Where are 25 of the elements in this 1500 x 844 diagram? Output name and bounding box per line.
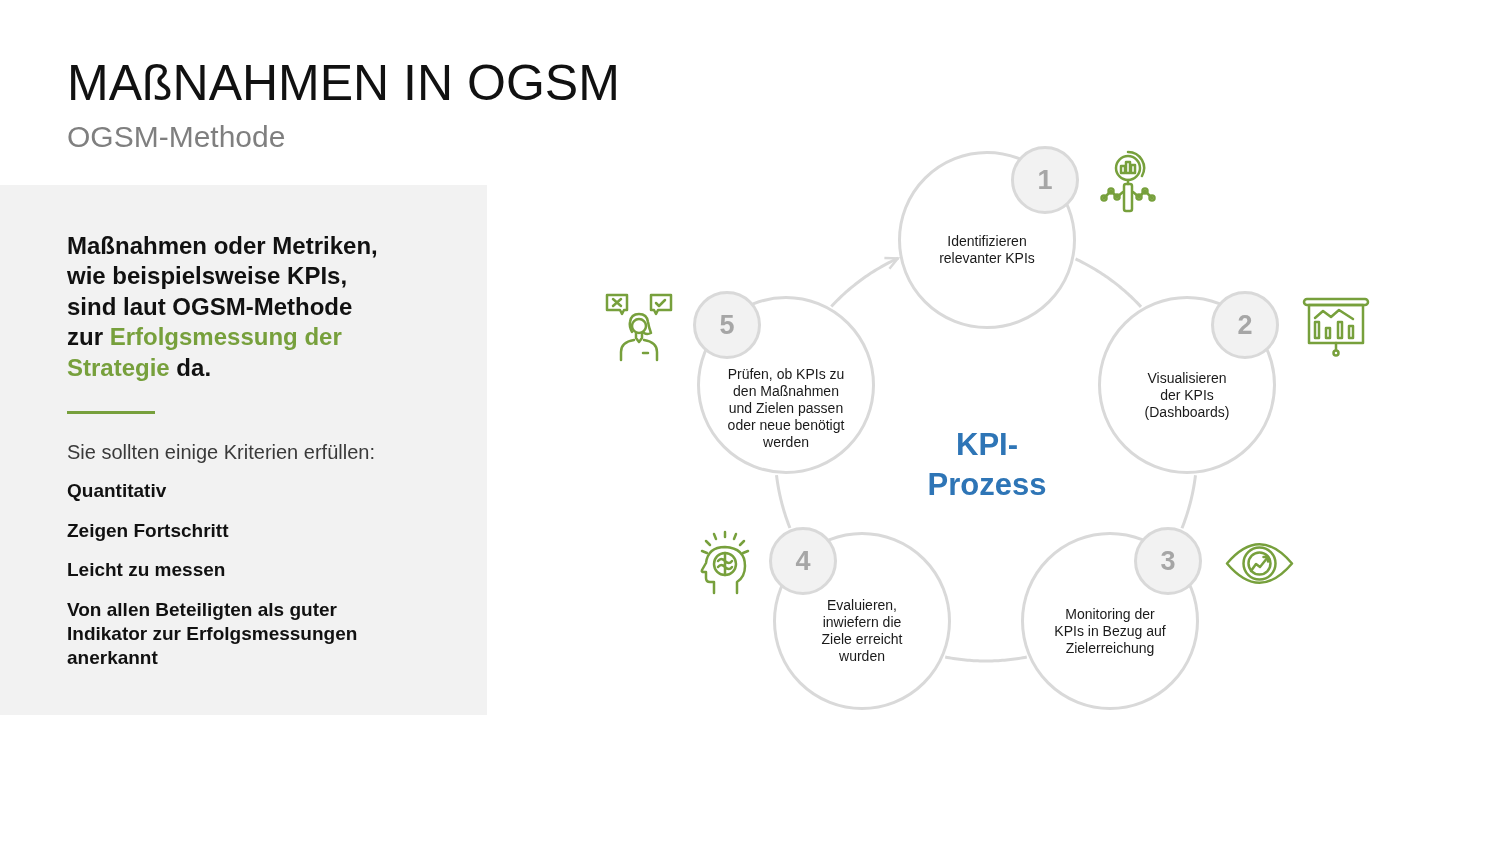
step-text: Monitoring der KPIs in Bezug auf Zielerreichung [1053,605,1167,657]
process-title: KPI- Prozess [926,426,1048,504]
intro-paragraph: Maßnahmen oder Metriken, wie beispielsweise KPIs, sind laut OGSM-Methode zur Erfolgsmessung der Strategie da. [67,231,379,383]
step-text: Identifizieren relevanter KPIs [938,233,1036,267]
criterion-text: Leicht zu messen [67,558,227,582]
cycle-connector [944,655,1028,663]
step-text: Prüfen, ob KPIs zu den Maßnahmen und Zielen passen oder neue benötigt werden [726,365,846,451]
step-text: Visualisieren der KPIs (Dashboards) [1143,369,1231,421]
slide-subtitle: OGSM-Methode [67,119,286,155]
step-text: Evaluieren, inwiefern die Ziele erreicht wurden [820,597,904,665]
cycle-arrow [830,256,900,308]
slide-title: MAßNAHMEN IN OGSM [67,54,620,112]
step-number-badge: 3 [1134,527,1202,595]
step-number-badge: 1 [1011,146,1079,214]
criteria-intro-text: Sie sollten einige Kriterien erfüllen: [67,440,375,464]
cycle-connector [775,474,792,529]
step-number-badge: 4 [769,527,837,595]
step-number-badge: 5 [693,291,761,359]
criterion-text: Von allen Beteiligten als guter Indikator zur Erfolgsmessungen anerkannt [67,598,359,670]
cycle-connector [1180,475,1197,529]
criterion-text: Quantitativ [67,479,168,503]
criterion-text: Zeigen Fortschritt [67,519,230,543]
step-number-badge: 2 [1211,291,1279,359]
cycle-connector [1074,257,1143,308]
info-panel [0,185,487,715]
